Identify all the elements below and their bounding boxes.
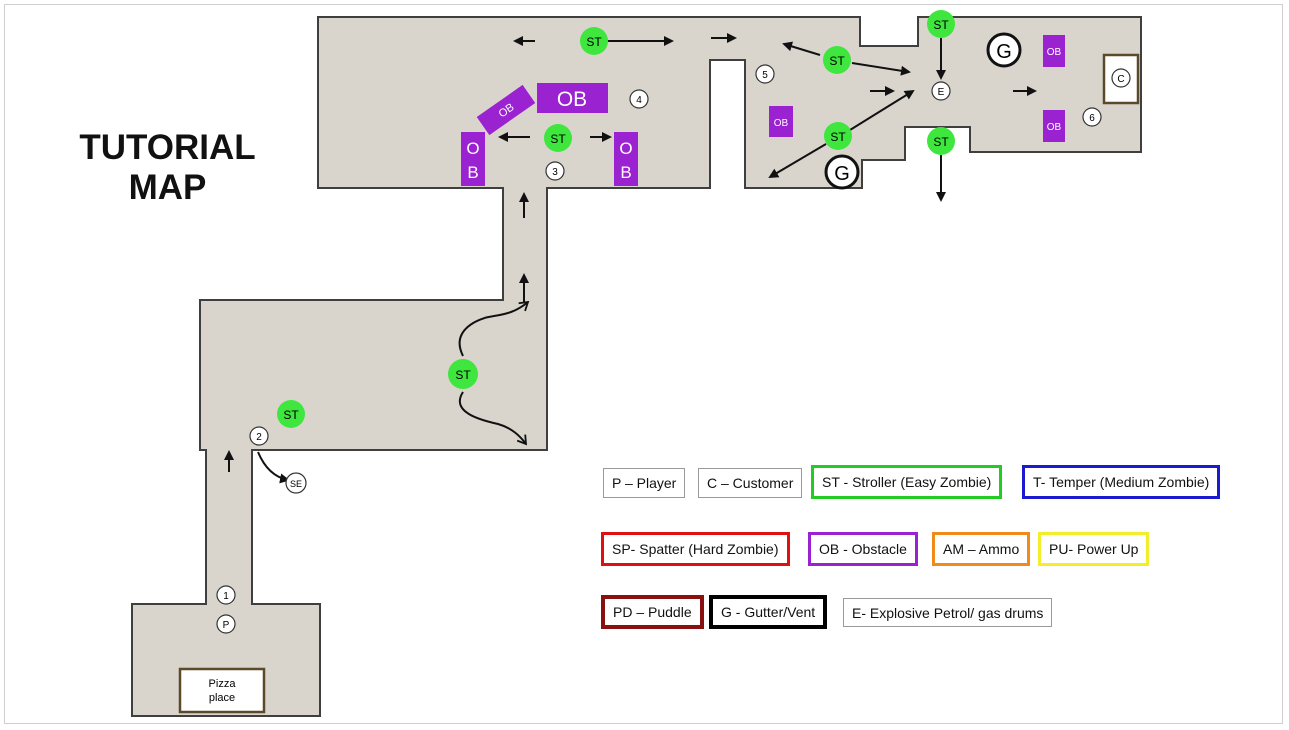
legend-powerup: PU- Power Up — [1038, 532, 1150, 566]
marker-5: 5 — [755, 64, 775, 84]
stroller-4: ST — [580, 27, 608, 55]
legend-temper: T- Temper (Medium Zombie) — [1022, 465, 1221, 499]
map-title-line2: MAP — [128, 168, 207, 207]
stroller-6: ST — [824, 122, 852, 150]
marker-4: 4 — [629, 89, 649, 109]
svg-text:6: 6 — [1089, 113, 1095, 124]
legend-puddle: PD – Puddle — [601, 595, 704, 629]
obstacle-vertical-left: O B — [461, 132, 485, 186]
obstacle-vertical-right: O B — [614, 132, 638, 186]
svg-text:1: 1 — [223, 591, 229, 602]
svg-text:OB: OB — [1047, 47, 1062, 58]
svg-text:B: B — [620, 163, 631, 182]
marker-1: 1 — [216, 585, 236, 605]
svg-text:OB: OB — [557, 88, 587, 111]
stroller-5: ST — [823, 46, 851, 74]
svg-text:B: B — [467, 163, 478, 182]
marker-6: 6 — [1082, 107, 1102, 127]
legend-player: P – Player — [603, 468, 686, 498]
svg-text:P: P — [223, 620, 230, 631]
marker-se: SE — [285, 472, 307, 494]
marker-2: 2 — [249, 426, 269, 446]
pizza-place: Pizza place — [178, 667, 266, 714]
svg-text:C: C — [1117, 74, 1124, 85]
svg-text:place: place — [209, 692, 235, 704]
svg-text:OB: OB — [774, 118, 789, 129]
legend-explosive: E- Explosive Petrol/ gas drums — [843, 598, 1053, 627]
floor-plan — [199, 16, 1142, 451]
obstacle-room5: OB — [769, 106, 793, 137]
gutter-room5: G — [824, 154, 860, 190]
map-title: TUTORIAL MAP — [60, 128, 275, 208]
corridor-south — [131, 449, 321, 717]
svg-text:OB: OB — [1047, 122, 1062, 133]
svg-text:G: G — [996, 41, 1012, 63]
svg-text:SE: SE — [290, 479, 302, 489]
svg-text:ST: ST — [455, 368, 471, 382]
svg-text:ST: ST — [830, 130, 846, 144]
waypoint-markers: 1 P 2 SE 3 4 5 E 6 C — [216, 64, 1131, 634]
svg-text:ST: ST — [283, 408, 299, 422]
legend-obstacle: OB - Obstacle — [808, 532, 918, 566]
svg-text:2: 2 — [256, 432, 262, 443]
marker-player: P — [216, 614, 236, 634]
marker-explosive: E — [931, 81, 951, 101]
svg-text:O: O — [466, 139, 479, 158]
obstacle-large: OB — [537, 83, 608, 113]
svg-text:O: O — [619, 139, 632, 158]
stroller-1: ST — [277, 400, 305, 428]
svg-text:5: 5 — [762, 70, 768, 81]
svg-text:ST: ST — [586, 35, 602, 49]
stroller-3: ST — [544, 124, 572, 152]
gutter-top-right: G — [986, 32, 1022, 68]
obstacle-room6-top: OB — [1043, 35, 1065, 67]
legend-stroller: ST - Stroller (Easy Zombie) — [811, 465, 1003, 499]
svg-text:E: E — [938, 87, 945, 98]
legend-customer: C – Customer — [698, 468, 803, 498]
svg-text:G: G — [834, 163, 850, 185]
svg-text:ST: ST — [933, 18, 949, 32]
marker-3: 3 — [545, 161, 565, 181]
map-title-line1: TUTORIAL — [79, 128, 256, 167]
svg-text:4: 4 — [636, 95, 642, 106]
map-frame — [4, 4, 1283, 724]
legend-spatter: SP- Spatter (Hard Zombie) — [601, 532, 790, 566]
legend-ammo: AM – Ammo — [932, 532, 1031, 566]
svg-text:Pizza: Pizza — [209, 678, 237, 690]
strollers: ST ST ST ST ST ST ST ST — [277, 10, 955, 428]
svg-text:ST: ST — [933, 135, 949, 149]
obstacles: OB OB O B O B OB OB OB — [461, 35, 1065, 186]
svg-text:ST: ST — [550, 132, 566, 146]
svg-text:3: 3 — [552, 167, 558, 178]
obstacle-room6-bottom: OB — [1043, 110, 1065, 142]
svg-text:ST: ST — [829, 54, 845, 68]
obstacle-rotated: OB — [476, 84, 536, 136]
stroller-8: ST — [927, 127, 955, 155]
stroller-2: ST — [448, 359, 478, 389]
movement-arrows — [224, 33, 1037, 484]
stroller-7: ST — [927, 10, 955, 38]
marker-customer: C — [1111, 68, 1131, 88]
legend-gutter: G - Gutter/Vent — [709, 595, 828, 629]
gutters: G G — [824, 32, 1022, 190]
